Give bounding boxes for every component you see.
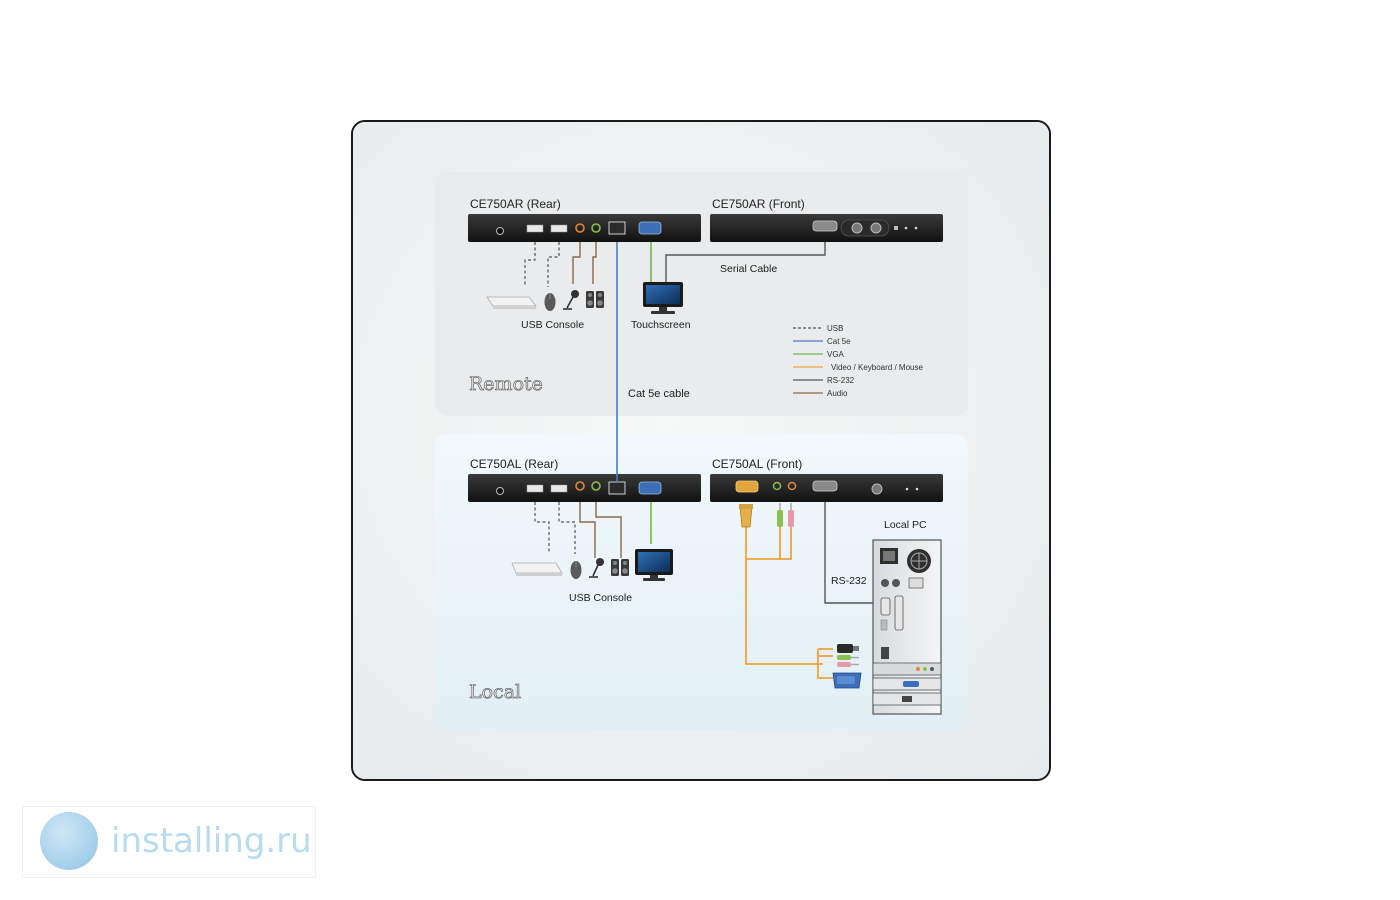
microphone-icon xyxy=(563,290,579,310)
microphone-icon xyxy=(589,558,604,578)
touchscreen-icon xyxy=(643,282,683,314)
legend-item-video-keyboard-mouse: Video / Keyboard / Mouse xyxy=(793,363,923,372)
pc-vga-plug-icon xyxy=(832,672,862,689)
svg-text:VGA: VGA xyxy=(827,350,845,359)
remote-front-title: CE750AR (Front) xyxy=(712,197,805,211)
legend-item-usb: USB xyxy=(793,324,843,333)
legend-item-rs232: RS-232 xyxy=(793,376,855,385)
serial-cable-label: Serial Cable xyxy=(720,263,777,275)
remote-rear-unit xyxy=(468,214,701,242)
local-panel xyxy=(435,434,968,730)
local-pc-label: Local PC xyxy=(884,519,927,531)
cat5e-cable-label: Cat 5e cable xyxy=(628,388,690,400)
local-front-unit xyxy=(710,474,943,502)
svg-text:RS-232: RS-232 xyxy=(827,376,855,385)
svg-text:Audio: Audio xyxy=(827,389,848,398)
remote-cables xyxy=(524,242,826,482)
legend-item-vga: VGA xyxy=(793,350,845,359)
remote-section-label: Remote xyxy=(469,373,543,395)
legend-item-cat5e: Cat 5e xyxy=(793,337,851,346)
watermark-text: installing.ru xyxy=(111,821,312,861)
keyboard-icon xyxy=(486,296,537,309)
remote-usb-console xyxy=(486,290,604,311)
monitor-icon xyxy=(635,549,673,581)
svg-text:Cat 5e: Cat 5e xyxy=(827,337,851,346)
local-cables xyxy=(534,474,881,679)
local-section-label: Local xyxy=(469,681,521,703)
local-usb-console xyxy=(511,558,629,579)
speakers-icon xyxy=(611,559,629,576)
mouse-icon xyxy=(570,561,582,579)
speakers-icon xyxy=(586,291,604,308)
rs232-label: RS-232 xyxy=(831,575,867,587)
connection-diagram: CE750AR (Rear) CE750AR (Front) xyxy=(435,172,968,730)
mouse-icon xyxy=(544,293,556,311)
touchscreen-label: Touchscreen xyxy=(631,319,691,331)
svg-text:USB: USB xyxy=(827,324,843,333)
remote-rear-title: CE750AR (Rear) xyxy=(470,197,561,211)
local-front-title: CE750AL (Front) xyxy=(712,457,802,471)
local-pc-tower-icon xyxy=(872,539,942,715)
pc-audio-plugs-icon xyxy=(837,655,859,667)
watermark-logo-icon xyxy=(40,812,98,870)
keyboard-icon xyxy=(511,562,563,576)
legend: USB Cat 5e VGA Video / Keyboard / Mouse … xyxy=(793,324,923,398)
watermark: installing.ru xyxy=(22,806,316,878)
diagram-frame: CE750AR (Rear) CE750AR (Front) xyxy=(351,120,1051,781)
svg-text:Video / Keyboard / Mouse: Video / Keyboard / Mouse xyxy=(831,363,923,372)
local-rear-title: CE750AL (Rear) xyxy=(470,457,558,471)
remote-front-unit xyxy=(710,214,943,242)
remote-usb-console-label: USB Console xyxy=(521,319,584,331)
local-rear-unit xyxy=(468,474,701,502)
local-usb-console-label: USB Console xyxy=(569,592,632,604)
ps2-plug-icon xyxy=(837,644,859,653)
audio-plugs-icon xyxy=(777,503,794,527)
legend-item-audio: Audio xyxy=(793,389,848,398)
vga-plug-icon xyxy=(739,504,753,528)
